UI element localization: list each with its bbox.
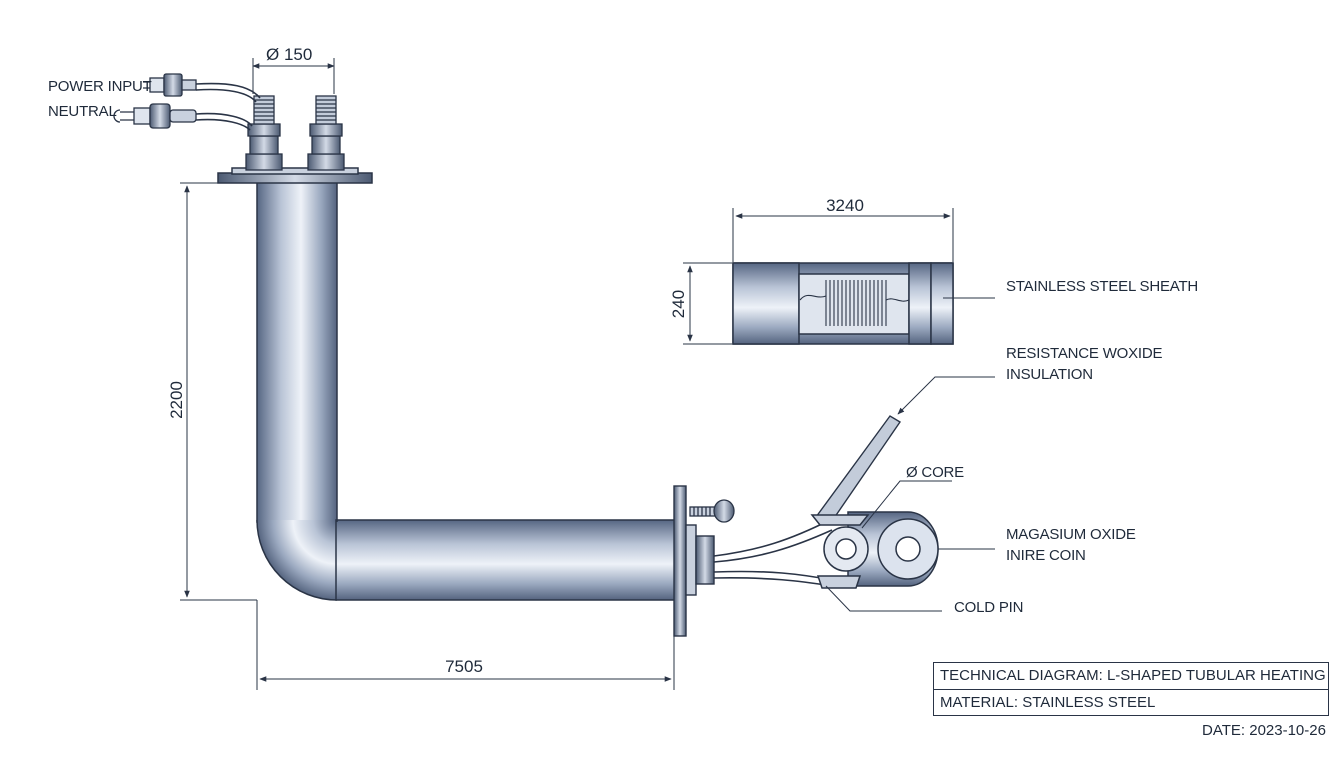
label-power-input: POWER INPUT [48, 78, 152, 95]
mounting-screw [689, 499, 735, 523]
dim-horizontal-length: 7505 [445, 657, 483, 676]
dim-vertical-length: 2200 [167, 381, 186, 419]
label-magnesium-line2: INIRE COIN [1006, 547, 1086, 564]
neutral-wire [195, 112, 253, 131]
leader-lines [825, 297, 995, 612]
label-neutral: NEUTRAL [48, 103, 117, 120]
label-core: Ø CORE [906, 464, 964, 481]
neutral-plug [113, 103, 197, 129]
section-view [732, 262, 954, 345]
terminal-right [307, 95, 345, 171]
dim-terminal-spacing: Ø 150 [266, 45, 312, 64]
resistance-coil [799, 280, 910, 326]
top-flange [217, 167, 373, 184]
label-resistance-line2: INSULATION [1006, 366, 1093, 383]
title-block-date: DATE: 2023-10-26 [1202, 722, 1326, 739]
cold-pin-leads [713, 519, 833, 587]
dim-section-diameter: 240 [669, 290, 688, 318]
terminal-left [245, 95, 283, 171]
title-block-title: TECHNICAL DIAGRAM: L-SHAPED TUBULAR HEAT… [940, 667, 1328, 684]
label-sheath: STAINLESS STEEL SHEATH [1006, 278, 1198, 295]
core-cross-section [810, 511, 939, 589]
end-flange [673, 485, 715, 637]
dimension-lines [180, 58, 954, 690]
power-input-plug [143, 73, 197, 97]
title-block: TECHNICAL DIAGRAM: L-SHAPED TUBULAR HEAT… [933, 662, 1329, 716]
label-cold-pin: COLD PIN [954, 599, 1023, 616]
resistance-lead [814, 415, 901, 525]
dim-section-length: 3240 [826, 196, 864, 215]
title-block-material: MATERIAL: STAINLESS STEEL [934, 689, 1328, 716]
l-shaped-tube [256, 181, 677, 601]
label-magnesium-line1: MAGASIUM OXIDE [1006, 526, 1136, 543]
power-input-wire [195, 82, 261, 103]
label-resistance-line1: RESISTANCE WOXIDE [1006, 345, 1163, 362]
